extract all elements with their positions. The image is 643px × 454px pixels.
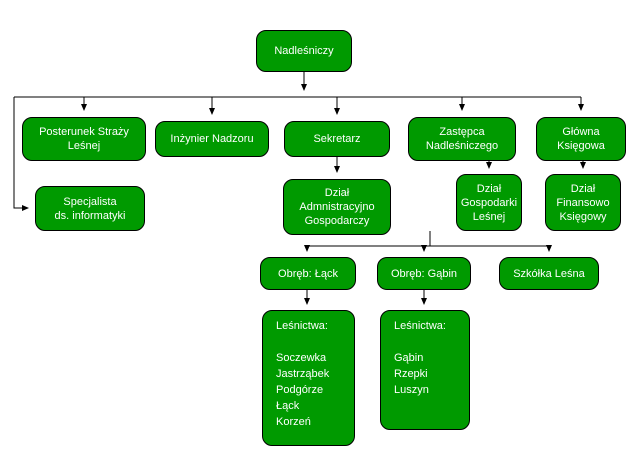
node-szkolka-lesna: Szkółka Leśna [499,257,599,290]
node-zastepca-nadlesniczego: Zastępca Nadleśniczego [408,117,516,161]
node-obreb-lack: Obręb: Łąck [260,257,356,290]
node-sekretarz: Sekretarz [284,121,390,157]
node-inzynier-nadzoru: Inżynier Nadzoru [155,121,269,157]
node-dzial-administracyjno-gospodarczy: Dział Admnistracyjno Gospodarczy [283,179,391,235]
node-dzial-finansowo-ksiegowy: Dział Finansowo Księgowy [545,174,621,231]
node-lesnictwa-gabin-list: Leśnictwa: Gąbin Rzepki Luszyn [380,310,470,430]
node-nadlesniczy: Nadleśniczy [256,30,352,72]
node-glowna-ksiegowa: Główna Księgowa [536,117,626,161]
node-posterunek-strazy-lesnej: Posterunek Straży Leśnej [22,117,146,161]
node-lesnictwa-lack-list: Leśnictwa: Soczewka Jastrząbek Podgórze … [262,310,355,446]
node-specjalista-ds-informatyki: Specjalista ds. informatyki [35,186,145,231]
node-dzial-gospodarki-lesnej: Dział Gospodarki Leśnej [456,174,522,231]
node-obreb-gabin: Obręb: Gąbin [377,257,471,290]
connector-group [13,72,586,305]
